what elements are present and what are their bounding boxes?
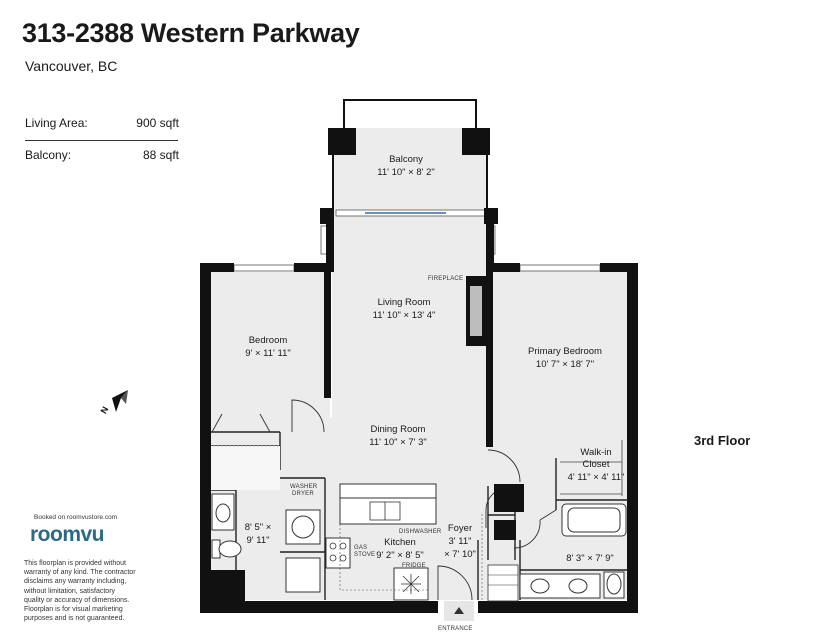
bedroom-name: Bedroom — [249, 335, 288, 346]
bath2-dim: 8' 3" × 7' 9" — [566, 553, 614, 564]
dishwasher-label: DISHWASHER — [399, 529, 442, 535]
area-divider — [25, 140, 178, 141]
gas-label: GAS — [354, 545, 367, 551]
foyer-dim-line1: 3' 11" — [449, 536, 472, 547]
dining-room-name: Dining Room — [371, 424, 426, 435]
living-room-dim: 11' 10" × 13' 4" — [373, 310, 436, 321]
disclaimer-line: disclaims any warranty including, — [24, 578, 127, 586]
walkin-dim: 4' 11" × 4' 11" — [568, 472, 625, 483]
compass-icon — [112, 390, 128, 412]
fridge-label: FRIDGE — [402, 563, 426, 569]
booked-on-text: Booked on roomvustore.com — [34, 514, 118, 521]
foyer-dim-line2: × 7' 10" — [444, 549, 476, 560]
balcony-railing — [332, 99, 488, 210]
walkin-name-line1: Walk-in — [580, 447, 611, 458]
kitchen-name: Kitchen — [384, 537, 416, 548]
washer-label: WASHER — [290, 484, 318, 490]
disclaimer-line: warranty of any kind. The contractor — [24, 569, 136, 577]
living-area-label: Living Area: — [25, 116, 88, 130]
living-area-row: Living Area: 900 sqft — [25, 116, 179, 130]
fridge-mark — [401, 574, 421, 594]
floor-label: 3rd Floor — [694, 433, 751, 448]
walkin-name-line2: Closet — [583, 459, 610, 470]
dining-room-dim: 11' 10" × 7' 3" — [369, 437, 426, 448]
bath2-fixtures — [519, 503, 627, 599]
listing-location: Vancouver, BC — [25, 58, 118, 74]
fireplace-label: FIREPLACE — [428, 276, 463, 282]
listing-title: 313-2388 Western Parkway — [22, 18, 360, 48]
balcony-posts — [328, 128, 490, 155]
disclaimer-line: This floorplan is provided without — [24, 560, 126, 567]
dryer-label: DRYER — [292, 491, 314, 497]
disclaimer-line: purposes and is not guaranteed. — [24, 615, 125, 623]
compass-letter: N — [99, 405, 111, 415]
primary-bedroom-dim: 10' 7" × 18' 7" — [536, 359, 594, 370]
kitchen-dim: 9' 2" × 8' 5" — [376, 550, 424, 561]
entrance-label: ENTRANCE — [438, 626, 473, 632]
bath1-chase — [211, 570, 245, 601]
stove-burners — [329, 542, 347, 562]
closet-rails — [560, 440, 623, 496]
foyer-column — [494, 484, 524, 512]
disclaimer-line: quality or accuracy of dimensions. — [24, 596, 130, 604]
balcony-area-row: Balcony: 88 sqft — [25, 148, 179, 162]
bedroom-dim: 9' × 11' 11" — [245, 348, 290, 359]
fireplace-hearth — [470, 286, 482, 336]
living-room-name: Living Room — [378, 297, 431, 308]
balcony-area-value: 88 sqft — [142, 148, 179, 162]
living-area-value: 900 sqft — [136, 116, 179, 130]
balcony-area-label: Balcony: — [25, 148, 72, 162]
primary-bedroom-name: Primary Bedroom — [528, 346, 602, 357]
entrance-arrow-icon — [454, 607, 464, 614]
disclaimer-line: Floorplan is for visual marketing — [24, 606, 123, 614]
balcony-name: Balcony — [389, 154, 423, 165]
roomvu-logo: roomvu — [30, 523, 105, 546]
foyer-name: Foyer — [448, 523, 472, 534]
disclaimer: This floorplan is provided without warra… — [24, 559, 144, 623]
disclaimer-line: without limitation, satisfactory — [24, 587, 116, 595]
stove-label: STOVE — [354, 552, 375, 558]
bath1-dim-line1: 8' 5" × — [245, 522, 272, 533]
bath1-fixtures — [211, 493, 321, 593]
bath1-dim-line2: 9' 11" — [247, 535, 270, 546]
balcony-dim: 11' 10" × 8' 2" — [377, 167, 434, 178]
